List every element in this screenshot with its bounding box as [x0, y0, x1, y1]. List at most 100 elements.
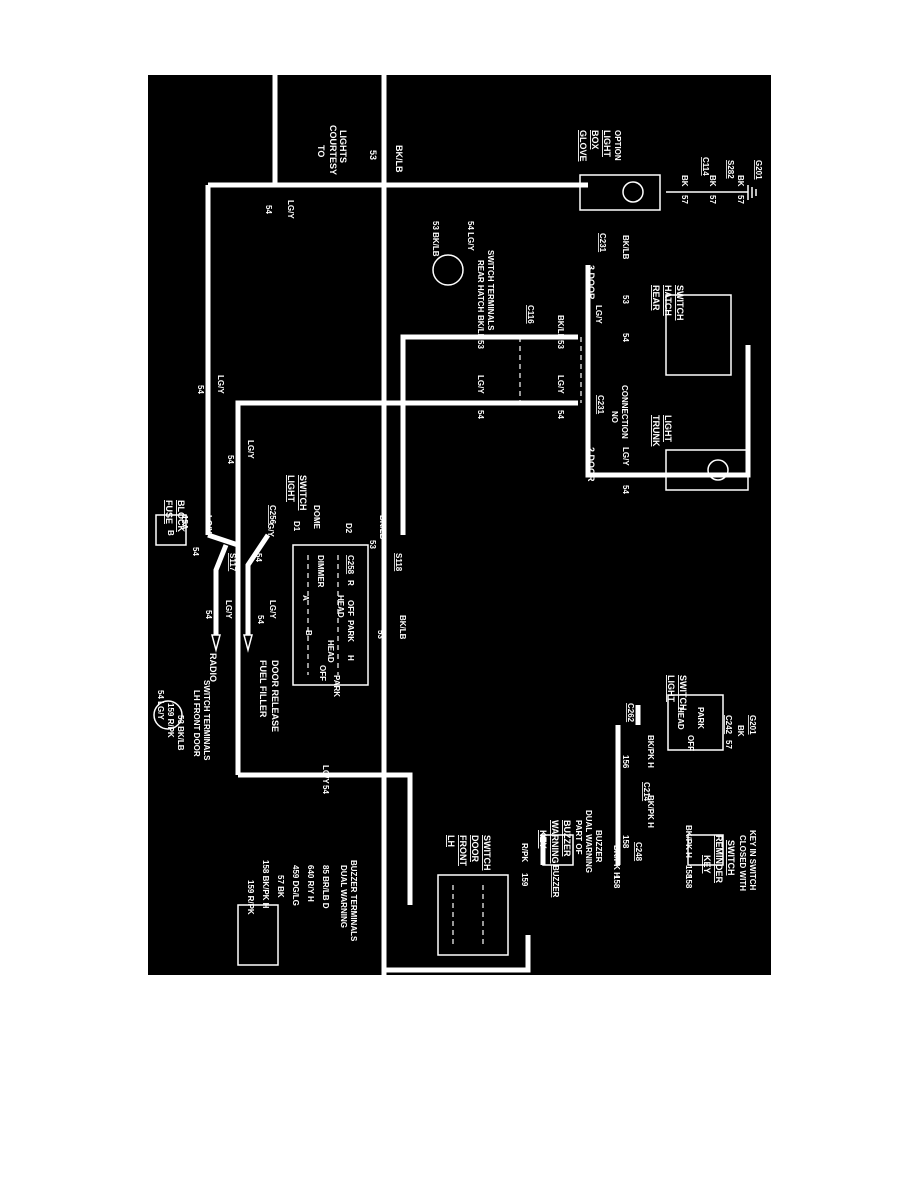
label-krs-4: CLOSED WITH — [738, 835, 747, 891]
label-ls-2: SWITCH — [298, 475, 308, 511]
label-dwb-1: 159 R/PK — [246, 880, 255, 915]
label-dimmer: DIMMER — [316, 555, 325, 588]
label-ls2-bk: BK — [736, 725, 745, 737]
wire-radio — [213, 544, 229, 635]
label-w53-c116: 53 — [556, 340, 565, 349]
label-lhf-1: LH — [446, 835, 456, 847]
glove-lamp-icon — [622, 181, 644, 203]
label-krs-2: REMINDER — [714, 835, 724, 884]
label-s118: S118 — [394, 553, 403, 572]
label-bkpk-c: BK/PK H — [612, 845, 621, 878]
label-57b: 57 — [708, 195, 717, 204]
label-ls2-off: OFF — [686, 735, 695, 751]
label-w156: 156 — [621, 755, 630, 769]
label-w54-fuel: 54 — [256, 615, 265, 624]
label-bklb-3d: BK/LB — [621, 235, 630, 260]
label-noconn-2: CONNECTION — [620, 385, 629, 439]
light-switch — [292, 544, 369, 686]
label-krs-5: KEY IN SWITCH — [748, 830, 757, 891]
label-ls-park: PARK — [346, 620, 355, 642]
ground-icon — [747, 185, 757, 200]
label-lhsw-t2: SWITCH TERMINALS — [202, 680, 211, 761]
label-ls2-1: LIGHT — [666, 675, 676, 702]
label-krs-3: SWITCH — [726, 840, 736, 876]
fuse-block — [155, 514, 187, 546]
label-c231-top: C231 — [598, 233, 607, 253]
label-lgy-mid: LG/Y — [476, 375, 485, 394]
label-g201-bot: G201 — [748, 715, 757, 735]
label-glove-1: GLOVE — [578, 130, 588, 162]
label-w54-left2: 54 — [226, 455, 235, 464]
label-krs-1: KEY — [702, 855, 712, 874]
label-kwb-3: BUZZER — [562, 820, 572, 857]
label-rear-2: HATCH — [663, 285, 673, 316]
label-fuse-15a: 15A — [180, 515, 189, 530]
label-57a: 57 — [680, 195, 689, 204]
label-hatch-54: 54 LG/Y — [466, 221, 475, 251]
label-w53-mid: 53 — [476, 340, 485, 349]
label-bkpk-b: BK/PK H — [646, 795, 655, 828]
label-hatch-t1: REAR HATCH — [476, 260, 485, 313]
label-c256: C256 — [268, 505, 277, 525]
label-glove-3: LIGHT — [602, 130, 612, 157]
label-lgy-lower: LG/Y — [321, 765, 330, 784]
label-kwb-6: BUZZER — [594, 830, 603, 863]
label-w159: 159 — [520, 873, 529, 887]
label-w53-ls: 53 — [368, 540, 377, 549]
label-gy: G/Y — [266, 523, 275, 537]
label-c231-mid: C231 — [596, 395, 605, 415]
label-bkpk-a: BK/PK H — [646, 735, 655, 768]
label-lgy-2d: LG/Y — [621, 447, 630, 466]
label-dwb-3: 57 BK — [276, 875, 285, 898]
label-kwb-4: PART OF — [574, 820, 583, 855]
label-c214: C214 — [642, 782, 651, 802]
label-dwb-5: 640 R/Y H — [306, 865, 315, 902]
label-radio: RADIO — [208, 653, 218, 682]
label-c114: C114 — [701, 157, 710, 176]
label-dwb-t1: DUAL WARNING — [339, 865, 348, 928]
label-door2: 2 DOOR — [586, 447, 596, 482]
label-courtesy-2: COURTESY — [328, 125, 338, 175]
light-switch-linkage — [307, 555, 339, 675]
key-warning-buzzer — [542, 834, 574, 866]
label-bklb-c116: BK/LB — [556, 315, 565, 340]
label-ls-head: HEAD — [336, 595, 345, 618]
label-w54-2d: 54 — [621, 485, 630, 494]
label-courtesy-3: LIGHTS — [338, 130, 348, 163]
rear-hatch-switch — [665, 294, 732, 376]
wire-fuse-splice — [207, 532, 239, 548]
label-w54-mid: 54 — [476, 410, 485, 419]
label-glove-4: OPTION — [613, 130, 622, 161]
glove-box-light — [579, 174, 661, 211]
label-lgy-left2: LG/Y — [246, 440, 255, 459]
label-w54-3d: 54 — [621, 333, 630, 342]
label-fuse-2: BLOCK — [176, 500, 186, 532]
label-buzzer: BUZZER — [551, 865, 560, 898]
label-kwb-2: WARNING — [550, 820, 560, 864]
label-rear-1: REAR — [651, 285, 661, 311]
label-bk-c: BK — [736, 175, 745, 187]
arrow-icons — [211, 634, 253, 653]
label-ls2-2: SWITCH — [678, 675, 688, 711]
lh-front-door-switch — [437, 874, 509, 956]
label-bk-b: BK — [708, 175, 717, 187]
label-lgy-top: LG/Y — [286, 200, 295, 219]
label-w158a: 158 — [621, 835, 630, 849]
label-w54-s117: 54 — [254, 553, 263, 562]
dual-warning-buzzer-terminals — [237, 904, 279, 966]
label-rpk: R/PK — [520, 843, 529, 862]
light-switch-lower — [667, 694, 724, 751]
label-c258: C258 — [346, 555, 355, 575]
label-door3: 3 DOOR — [586, 265, 596, 300]
label-lgy-fuse: LG/Y — [204, 515, 213, 534]
key-reminder-switch — [687, 834, 724, 866]
label-kwb-5: DUAL WARNING — [584, 810, 593, 873]
label-lhf-2: FRONT — [458, 835, 468, 866]
label-w158c: 158 — [684, 865, 693, 879]
label-fuel-1: FUEL FILLER — [258, 660, 268, 718]
diagram-labels: TO COURTESY LIGHTS 53 BK/LB GLOVE BOX LI… — [156, 125, 763, 942]
label-bkpk-d: BK/PK H — [684, 825, 693, 858]
label-w53-bot: 53 — [376, 630, 385, 639]
label-glove-2: BOX — [590, 130, 600, 150]
label-ls2-park: PARK — [696, 707, 705, 729]
